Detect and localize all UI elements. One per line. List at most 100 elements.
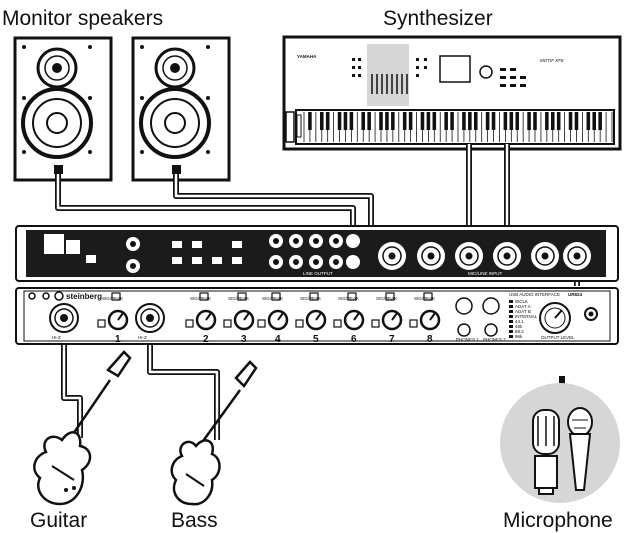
black-key [551,112,555,130]
black-key [557,112,561,130]
phones-2-label: PHONES 2 [483,337,506,342]
monitor-speaker-left [15,38,111,180]
combo-jack-socket [542,253,549,260]
microphone-label: Microphone [503,509,613,532]
hi-z-label-1: HI-Z [52,335,61,340]
status-led [509,320,513,323]
black-key [385,112,389,130]
channel-number: 8 [427,334,433,345]
jack-socket [333,238,339,244]
black-key [350,112,354,130]
black-key [367,112,371,130]
black-key [587,112,591,130]
pad-switch [372,320,379,327]
status-led [509,315,513,318]
black-key [361,112,365,130]
pad-switch [410,320,417,327]
hi-z-label-2: HI-Z [138,335,147,340]
line-output-jack [346,234,360,248]
black-key [486,112,490,130]
pad-switch [258,320,265,327]
jack-socket [313,238,319,244]
sig-peak-label: SIG/PEAK [376,296,397,301]
combo-jack-socket [574,253,581,260]
black-key [575,112,579,130]
microphones [500,383,620,503]
synthesizer-label: Synthesizer [383,7,493,30]
black-key [527,112,531,130]
black-key [569,112,573,130]
sig-peak-label: SIG/PEAK [300,296,321,301]
pad-switch [334,320,341,327]
status-label: 96k [515,334,523,339]
pad-switch [186,320,193,327]
speaker-cable-left [58,174,353,233]
black-key [510,112,514,130]
synth-brand: YAMAHA [297,54,317,59]
guitar-label: Guitar [30,509,87,532]
status-led [509,300,513,303]
black-key [427,112,431,130]
status-led [509,310,513,313]
black-key [403,112,407,130]
black-key [379,112,383,130]
status-led [509,325,513,328]
black-key [504,112,508,130]
interface-front-panel: steinberg HI-Z HI-Z SIG/PEAK1SIG/PEAK2SI… [16,288,618,345]
sig-peak-label: SIG/PEAK [414,296,435,301]
pad-switch [224,320,231,327]
black-key [492,112,496,130]
sig-peak-label: SIG/PEAK [262,296,283,301]
black-key [320,112,324,130]
channel-number: 7 [389,334,395,345]
status-led [509,330,513,333]
line-output-jack [346,255,360,269]
black-key [409,112,413,130]
jack-socket [333,259,339,265]
jack-socket [293,259,299,265]
jack-socket [273,238,279,244]
black-key [515,112,519,130]
bass [172,362,256,504]
black-key [433,112,437,130]
black-key [462,112,466,130]
channel-number: 5 [313,334,319,345]
black-key [545,112,549,130]
model-label: UR824 [568,292,583,297]
monitor-speaker-right [133,38,229,180]
line-output-label: LINE OUTPUT [303,271,333,276]
black-key [450,112,454,130]
pad-switch [98,320,105,327]
channel-number: 6 [351,334,357,345]
black-key [474,112,478,130]
channel-number: 1 [115,334,121,345]
combo-jack-socket [466,253,473,260]
monitor-speakers-label: Monitor speakers [2,7,163,30]
status-title: USB AUDIO INTERFACE [509,292,560,297]
combo-jack-socket [389,253,396,260]
synth-model: MOTIF XF8 [540,58,564,63]
jack-socket [313,259,319,265]
output-level-label: OUTPUT LEVEL [541,335,575,340]
sig-peak-label: SIG/PEAK [190,296,211,301]
black-key [592,112,596,130]
black-key [326,112,330,130]
mic-line-input-label: MIC/LINE INPUT [468,271,503,276]
pad-switch [296,320,303,327]
sig-peak-label: SIG/PEAK [102,296,123,301]
black-key [468,112,472,130]
synthesizer: YAMAHA MOTIF XF8 [284,37,620,149]
channel-number: 4 [275,334,281,345]
combo-jack-socket [504,253,511,260]
phones-1-label: PHONES 1 [456,337,479,342]
black-key [344,112,348,130]
channel-number: 3 [241,334,247,345]
status-led [509,305,513,308]
interface-rear-panel: LINE OUTPUT MIC/LINE INPUT [16,226,618,281]
black-key [308,112,312,130]
black-key [338,112,342,130]
black-key [444,112,448,130]
jack-socket [293,238,299,244]
status-led [509,335,513,338]
